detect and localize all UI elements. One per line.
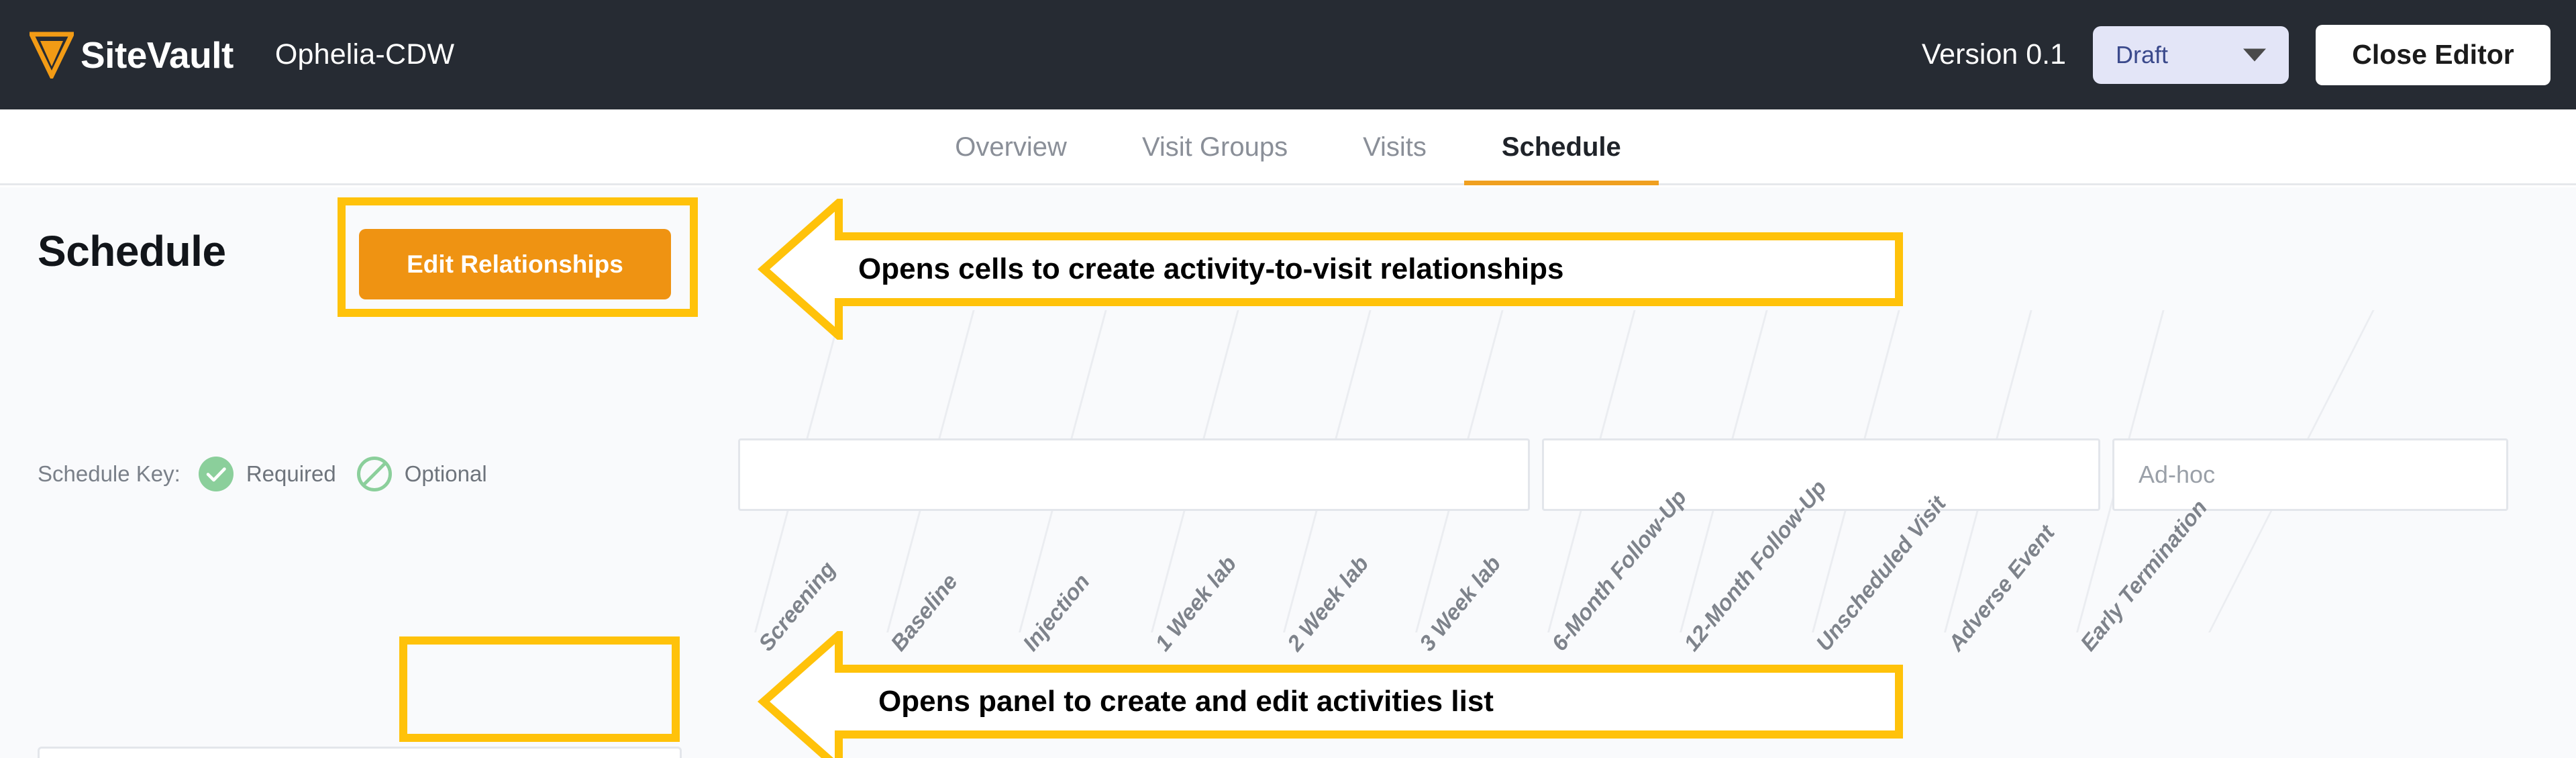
tab-overview[interactable]: Overview xyxy=(955,132,1067,162)
brand-name: SiteVault xyxy=(81,34,234,76)
visit-group-box[interactable] xyxy=(1542,438,2100,511)
study-name: Ophelia-CDW xyxy=(274,38,455,70)
top-bar: SiteVault Ophelia-CDW Version 0.1 Draft … xyxy=(0,0,2576,109)
page-title: Schedule xyxy=(38,227,226,275)
tab-schedule[interactable]: Schedule xyxy=(1463,109,1659,185)
chevron-down-icon xyxy=(2243,48,2266,61)
tab-visits[interactable]: Visits xyxy=(1363,132,1427,162)
visit-column-header[interactable]: Unscheduled Visit xyxy=(1810,491,1951,656)
schedule-key-label-required: Required xyxy=(246,461,336,486)
tab-visit-groups[interactable]: Visit Groups xyxy=(1141,132,1288,162)
highlight-box-edit-relationships xyxy=(338,197,698,317)
schedule-key-label-optional: Optional xyxy=(404,461,487,486)
status-dropdown[interactable]: Draft xyxy=(2093,26,2289,84)
callout-edit-relationships: Opens cells to create activity-to-visit … xyxy=(754,199,1904,340)
visit-group-label-adhoc: Ad-hoc xyxy=(2139,461,2216,488)
status-dropdown-value: Draft xyxy=(2116,40,2169,68)
check-circle-filled-icon xyxy=(198,456,234,492)
nav-bar: Overview Visit Groups Visits Schedule xyxy=(0,109,2576,185)
visit-group-box[interactable] xyxy=(738,438,1530,511)
brand[interactable]: SiteVault xyxy=(30,32,234,79)
visit-column-header[interactable]: Early Termination xyxy=(2075,495,2212,656)
edit-relationships-button[interactable]: Edit Relationships xyxy=(359,229,671,299)
callout-edit-activities-list: Opens panel to create and edit activitie… xyxy=(754,631,1904,758)
callout-text: Opens panel to create and edit activitie… xyxy=(878,685,1494,718)
top-bar-actions: Version 0.1 Draft Close Editor xyxy=(1922,0,2551,109)
highlight-box-edit-activities-list xyxy=(399,636,680,742)
schedule-key-item-optional: Optional xyxy=(356,456,487,492)
visit-column-header[interactable]: 6-Month Follow-Up xyxy=(1546,485,1692,656)
no-entry-slash-circle-icon xyxy=(356,456,393,492)
callout-text: Opens cells to create activity-to-visit … xyxy=(858,252,1564,285)
schedule-key-item-required: Required xyxy=(198,456,336,492)
schedule-key-caption: Schedule Key: xyxy=(38,461,181,486)
nav-tabs: Overview Visit Groups Visits Schedule xyxy=(0,109,2576,185)
search-activities-field[interactable] xyxy=(38,747,682,758)
visit-group-box-adhoc[interactable]: Ad-hoc xyxy=(2112,438,2508,511)
version-label: Version 0.1 xyxy=(1921,38,2066,70)
close-editor-button[interactable]: Close Editor xyxy=(2316,24,2551,85)
visit-column-header[interactable]: Adverse Event xyxy=(1943,520,2059,656)
veeva-chevron-logo-icon xyxy=(30,32,74,79)
schedule-key: Schedule Key: Required Optional xyxy=(38,456,507,492)
